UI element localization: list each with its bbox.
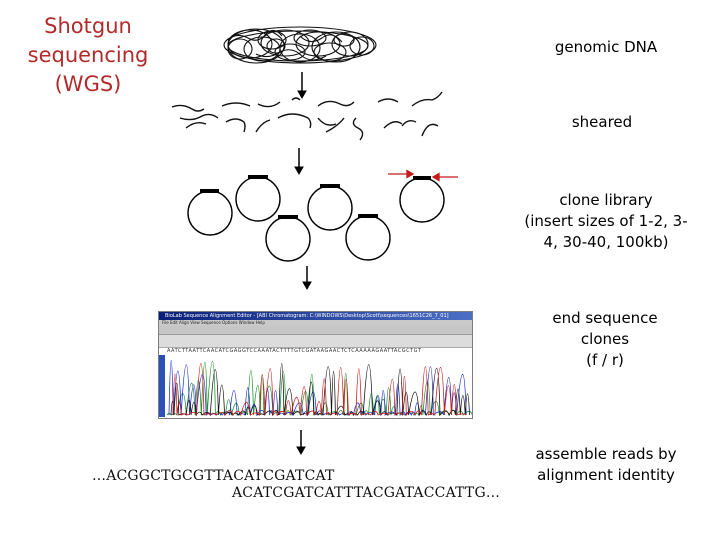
chromatogram-screenshot: BioLab Sequence Alignment Editor - [ABI …: [158, 311, 473, 419]
sequence-read-1: …ACGGCTGCGTTACATCGATCAT: [92, 468, 335, 484]
genomic-dna-tangle: [223, 26, 377, 64]
screenshot-toolbar: [159, 326, 472, 335]
title-line: Shotgun: [44, 14, 132, 38]
label-line: (insert sizes of 1-2, 3-: [524, 212, 688, 230]
sequence-read-2: ACATCGATCATTTACGATACCATTG…: [232, 485, 501, 501]
arrow-sheared-to-clones: [294, 148, 304, 176]
title-line: (WGS): [54, 72, 122, 96]
label-line: 4, 30-40, 100kb): [543, 233, 669, 251]
clone-library: [187, 176, 445, 262]
label-line: clones: [580, 330, 630, 348]
label-line: end sequence: [552, 309, 658, 327]
clone-circle: [235, 176, 281, 222]
clone-library-label: clone library (insert sizes of 1-2, 3- 4…: [520, 190, 692, 253]
page-title: Shotgun sequencing (WGS): [18, 12, 158, 99]
primer-arrows: [388, 169, 458, 182]
clone-circle: [187, 190, 233, 236]
clone-circle: [399, 177, 445, 223]
sheared-fragments: [171, 91, 443, 141]
clone-circle: [307, 185, 353, 231]
chromatogram-traces: [166, 360, 472, 417]
chromatogram-trace: [166, 361, 472, 417]
assemble-label: assemble reads by alignment identity: [530, 444, 682, 486]
label-line: (f / r): [586, 351, 624, 369]
base-calls: AATCTTAATTCAACATCGAGGTCCAAATACTTTTGTCGAT…: [167, 348, 422, 354]
screenshot-titlebar: BioLab Sequence Alignment Editor - [ABI …: [159, 312, 472, 320]
end-sequence-label: end sequence clones (f / r): [530, 308, 680, 371]
screenshot-body: AATCTTAATTCAACATCGAGGTCCAAATACTTTTGTCGAT…: [159, 335, 472, 417]
clone-circle: [265, 216, 311, 262]
sheared-label: sheared: [571, 113, 633, 131]
screenshot-ruler: [159, 335, 472, 348]
title-line: sequencing: [27, 43, 149, 67]
arrow-genomic-to-sheared: [297, 72, 307, 100]
screenshot-menubar: File Edit Align View Sequence Options Wi…: [159, 320, 472, 326]
genomic-dna-label: genomic DNA: [554, 38, 658, 56]
label-line: clone library: [559, 191, 653, 209]
arrow-clones-to-sequencing: [302, 266, 312, 291]
clone-inserts: [200, 175, 431, 219]
clone-circle: [345, 215, 391, 261]
label-line: assemble reads by: [535, 445, 677, 463]
arrow-sequencing-to-assembly: [296, 430, 306, 456]
label-line: alignment identity: [537, 466, 675, 484]
chromatogram-trace: [170, 363, 470, 417]
chromatogram-trace: [172, 362, 467, 417]
screenshot-scrollbar: [159, 355, 165, 417]
